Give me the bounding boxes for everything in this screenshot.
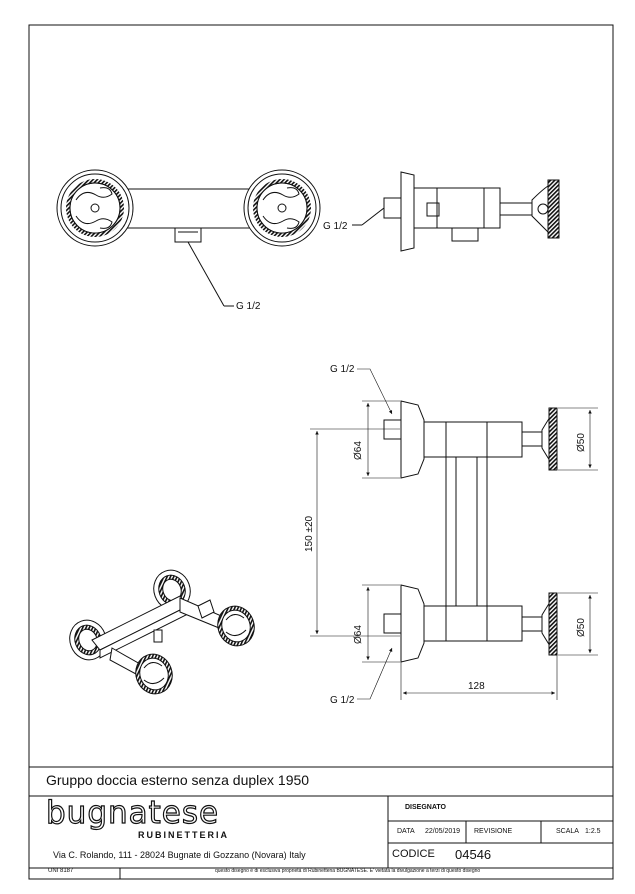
thread-label-lower: G 1/2 <box>330 695 355 706</box>
company-address: Via C. Rolando, 111 - 28024 Bugnate di G… <box>53 850 306 860</box>
drawing-title: Gruppo doccia esterno senza duplex 1950 <box>46 772 310 788</box>
dim-diam-upper-label: Ø64 <box>353 441 364 460</box>
disegnato-label: DISEGNATO <box>405 804 446 811</box>
side-view <box>352 171 560 252</box>
dim-diam-lower-label: Ø64 <box>353 625 364 644</box>
data-value: 22/05/2019 <box>425 828 461 835</box>
dim-width-label: 128 <box>468 681 485 692</box>
brand-subtitle: RUBINETTERIA <box>138 830 229 840</box>
dim-handle-lower-label: Ø50 <box>576 618 587 637</box>
revisione-label: REVISIONE <box>474 828 513 835</box>
sheet-border <box>28 24 614 880</box>
codice-value: 04546 <box>455 847 492 862</box>
front-view <box>56 169 321 307</box>
codice-label: CODICE <box>392 848 435 860</box>
isometric-view <box>69 569 255 695</box>
data-label: DATA <box>397 828 415 835</box>
thread-label-front: G 1/2 <box>236 301 261 312</box>
brand-logo: bugnatese <box>45 795 220 831</box>
scala-label: SCALA <box>556 828 579 835</box>
dim-handle-upper-label: Ø50 <box>576 433 587 452</box>
thread-label-upper: G 1/2 <box>330 364 355 375</box>
legal-notice: questo disegno è di esclusiva proprietà … <box>215 868 481 874</box>
thread-label-top: G 1/2 <box>323 221 348 232</box>
scala-value: 1:2.5 <box>585 828 601 835</box>
standard-label: UNI 8187 <box>48 868 74 874</box>
dim-spacing-label: 150 ±20 <box>304 515 315 552</box>
title-block <box>29 766 613 879</box>
plan-view <box>310 368 598 700</box>
